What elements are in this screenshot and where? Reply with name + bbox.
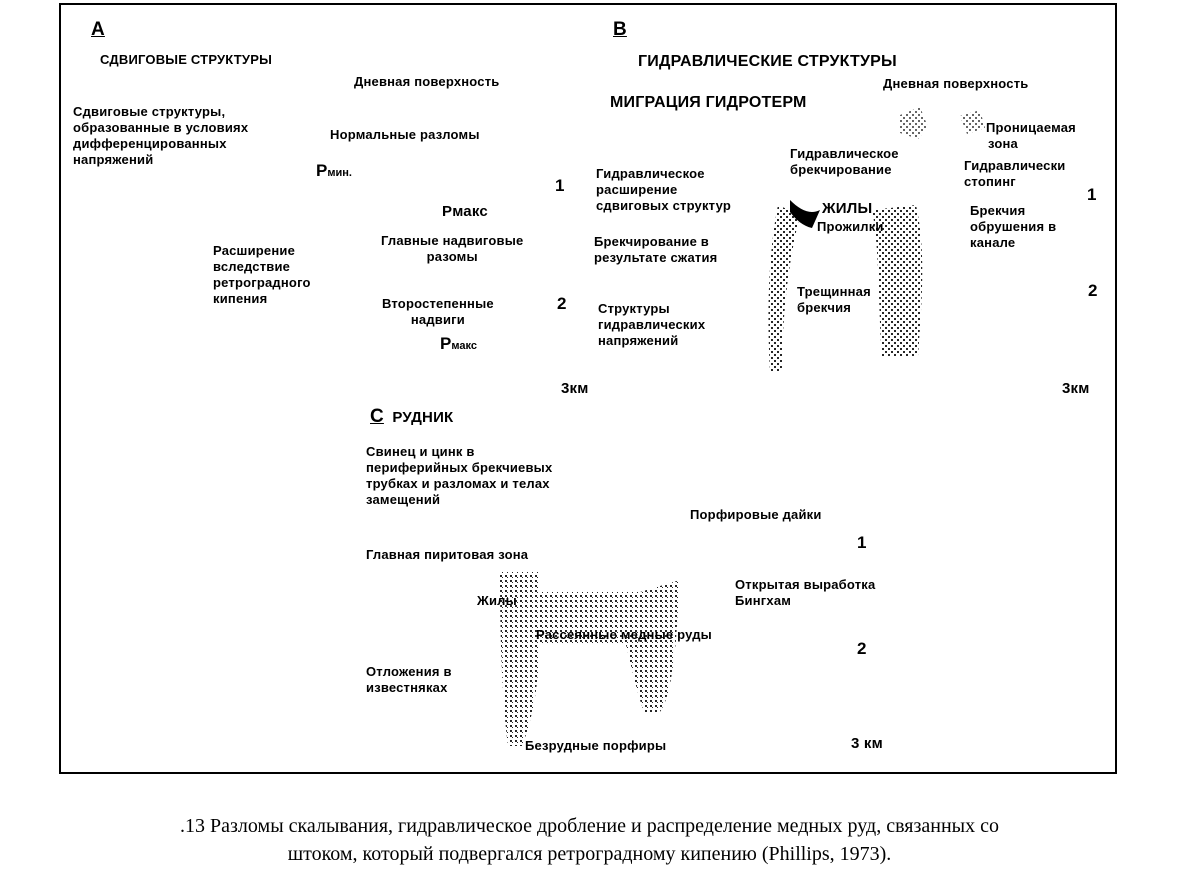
section-b-title: ГИДРАВЛИЧЕСКИЕ СТРУКТУРЫ [638, 53, 897, 70]
compression-breccia-label: Брекчирование в результате сжатия [594, 234, 718, 265]
collapse-breccia-label: Брекчия обрушения в канале [970, 203, 1057, 250]
section-b-surface: Дневная поверхность [883, 76, 1029, 91]
secondary-thrusts-label: Второстепенные надвиги [382, 296, 494, 327]
caption-line-1: .13 Разломы скалывания, гидравлическое д… [180, 815, 999, 837]
figure-caption: .13 Разломы скалывания, гидравлическое д… [0, 812, 1179, 868]
ore-body-shape [500, 572, 680, 746]
section-c-title: РУДНИК [392, 409, 454, 426]
p-max2-label: Pмакс [440, 334, 477, 353]
expansion-label: Расширение вследствие ретроградного кипе… [213, 243, 311, 306]
veinlets-label: Прожилки [817, 219, 884, 234]
main-thrusts-label: Главные надвиговые разомы [381, 233, 524, 264]
migration-title: МИГРАЦИЯ ГИДРОТЕРМ [610, 94, 807, 111]
normal-faults-label: Нормальные разломы [330, 127, 480, 142]
section-b-depth-1: 1 [1087, 185, 1097, 204]
section-c-letter: С [370, 406, 384, 427]
caption-line-2: штоком, который подвергался ретроградном… [287, 843, 892, 865]
breccia-pipe-shape [768, 107, 985, 372]
porphyry-dikes-label: Порфировые дайки [690, 507, 822, 522]
section-c-depth-2: 2 [857, 639, 867, 658]
section-c-depth-3: 3 км [851, 735, 883, 752]
hydraulic-stress-label: Структуры гидравлических напряжений [598, 301, 706, 348]
section-a-title: СДВИГОВЫЕ СТРУКТУРЫ [100, 52, 272, 67]
pyrite-zone-label: Главная пиритовая зона [366, 547, 529, 562]
figure-frame [59, 3, 1117, 774]
disseminated-copper-label: Рассеянные медные руды [536, 627, 712, 642]
crack-breccia-label: Трещинная брекчия [797, 284, 871, 315]
limestone-deposits-label: Отложения в известняках [366, 664, 452, 695]
permeable-zone-label: Проницаемая зона [986, 120, 1076, 151]
hydraulic-expansion-label: Гидравлическое расширение сдвиговых стру… [596, 166, 731, 213]
section-c-depth-1: 1 [857, 533, 867, 552]
section-a-surface: Дневная поверхность [354, 74, 500, 89]
veins-label-b: ЖИЛЫ [822, 200, 873, 217]
shear-description: Сдвиговые структуры, образованные в усло… [73, 104, 249, 167]
section-c-heading: С РУДНИК [370, 406, 454, 427]
section-a-letter: А [91, 19, 105, 40]
p-min-label: Pмин. [316, 161, 352, 180]
veins-label-c: Жилы [477, 593, 517, 608]
section-b-depth-2: 2 [1088, 281, 1098, 300]
section-a-depth-2: 2 [557, 294, 567, 313]
barren-porphyry-label: Безрудные порфиры [525, 738, 667, 753]
section-b-letter: В [613, 19, 627, 40]
hydraulic-brecciation-label: Гидравлическое брекчирование [790, 146, 899, 177]
section-b-depth-3: 3км [1062, 380, 1090, 397]
p-max-label: Pмакс [442, 203, 488, 220]
open-pit-label: Открытая выработка Бингхам [735, 577, 876, 608]
lead-zinc-label: Свинец и цинк в периферийных брекчиевых … [366, 444, 553, 507]
stoping-label: Гидравлически стопинг [964, 158, 1066, 189]
section-a-depth-1: 1 [555, 176, 565, 195]
section-a-depth-3: 3км [561, 380, 589, 397]
